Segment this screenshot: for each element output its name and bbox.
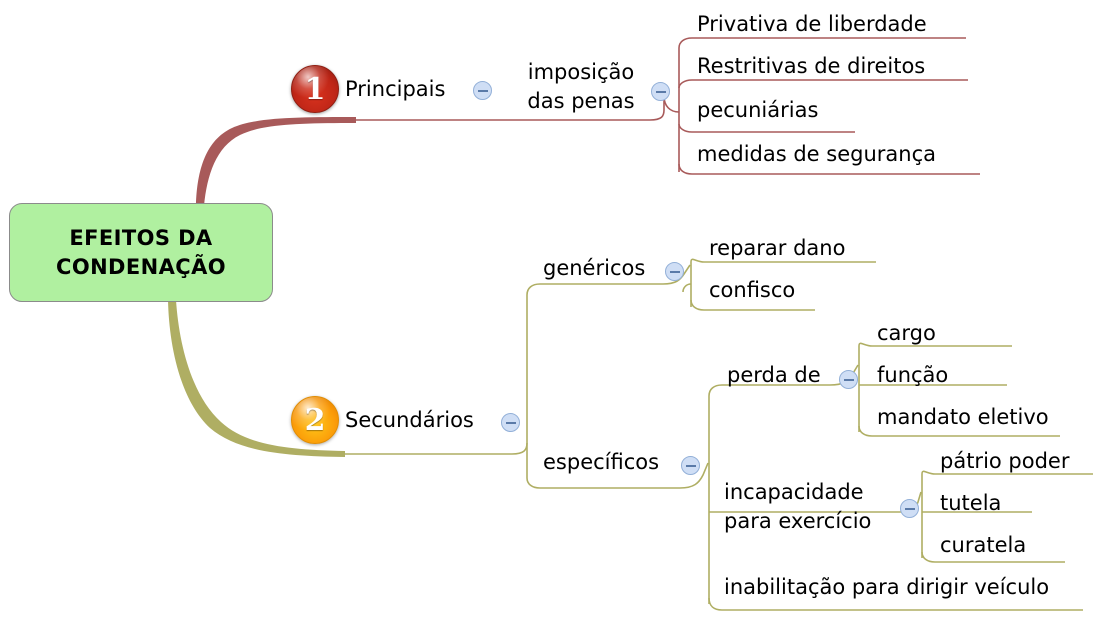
node-secundarios[interactable]: Secundários (345, 408, 474, 432)
line-mandato-eletivo (858, 425, 1060, 437)
node-genericos[interactable]: genéricos (543, 256, 646, 280)
node-inabilitacao-para-dirigir-veiculo[interactable]: inabilitação para dirigir veículo (724, 575, 1050, 599)
line-medidas-de-seguranca (678, 163, 980, 175)
node-curatela[interactable]: curatela (940, 533, 1027, 557)
line-secundarios-join (511, 442, 528, 455)
line-genericos-stem (682, 283, 692, 293)
collapse-icon-principais[interactable] (473, 81, 492, 100)
node-privativa-de-liberdade[interactable]: Privativa de liberdade (697, 12, 927, 36)
line-pecuniarias (678, 123, 855, 133)
node-incapacidade-line2: para exercício (724, 509, 872, 533)
node-incapacidade-line1: incapacidade (724, 480, 864, 504)
node-perda-de[interactable]: perda de (727, 363, 821, 387)
collapse-icon-secundarios[interactable] (501, 413, 520, 432)
line-imposicao-join (649, 96, 665, 121)
node-cargo[interactable]: cargo (877, 321, 936, 345)
central-node[interactable]: EFEITOS DA CONDENAÇÃO (9, 203, 273, 302)
line-perda-de (708, 384, 830, 397)
node-reparar-dano[interactable]: reparar dano (709, 236, 846, 260)
badge-principais[interactable]: 1 (291, 65, 339, 113)
line-privativa-de-liberdade (678, 37, 966, 49)
node-especificos[interactable]: específicos (543, 450, 660, 474)
line-confisco (690, 299, 815, 311)
collapse-icon-especificos[interactable] (681, 456, 700, 475)
node-medidas-de-seguranca[interactable]: medidas de segurança (697, 142, 937, 166)
node-mandato-eletivo[interactable]: mandato eletivo (877, 405, 1049, 429)
line-genericos (526, 283, 663, 296)
collapse-icon-imposicao-das-penas[interactable] (651, 82, 670, 101)
central-node-line2: CONDENAÇÃO (56, 254, 226, 279)
node-confisco[interactable]: confisco (709, 278, 796, 302)
line-patrio-poder (921, 470, 1093, 475)
node-incapacidade-para-exercicio[interactable]: incapacidade para exercício (724, 478, 888, 536)
collapse-icon-incapacidade-para-exercicio[interactable] (900, 499, 919, 518)
line-reparar-dano (690, 258, 876, 263)
node-restritivas-de-direitos[interactable]: Restritivas de direitos (697, 54, 926, 78)
line-restritivas-de-direitos (678, 79, 968, 89)
node-principais[interactable]: Principais (345, 77, 446, 101)
line-inabilitacao (708, 597, 1083, 611)
collapse-icon-perda-de[interactable] (839, 370, 858, 389)
node-pecuniarias[interactable]: pecuniárias (697, 98, 819, 122)
line-especificos (526, 477, 680, 489)
node-imposicao-line1: imposição (527, 60, 635, 84)
collapse-icon-genericos[interactable] (665, 262, 684, 281)
line-cargo (858, 342, 1012, 347)
node-patrio-poder[interactable]: pátrio poder (940, 449, 1070, 473)
line-especificos-join (679, 462, 709, 489)
central-node-line1: EFEITOS DA (69, 225, 213, 250)
node-tutela[interactable]: tutela (940, 491, 1002, 515)
node-imposicao-das-penas[interactable]: imposição das penas (515, 58, 647, 116)
line-curatela (921, 551, 1065, 563)
badge-secundarios[interactable]: 2 (291, 396, 339, 444)
node-funcao[interactable]: função (877, 363, 949, 387)
central-node-label: EFEITOS DA CONDENAÇÃO (56, 224, 226, 282)
line-genericos-join (662, 264, 691, 285)
node-imposicao-line2: das penas (527, 89, 635, 113)
trunk-secundarios (168, 300, 345, 457)
